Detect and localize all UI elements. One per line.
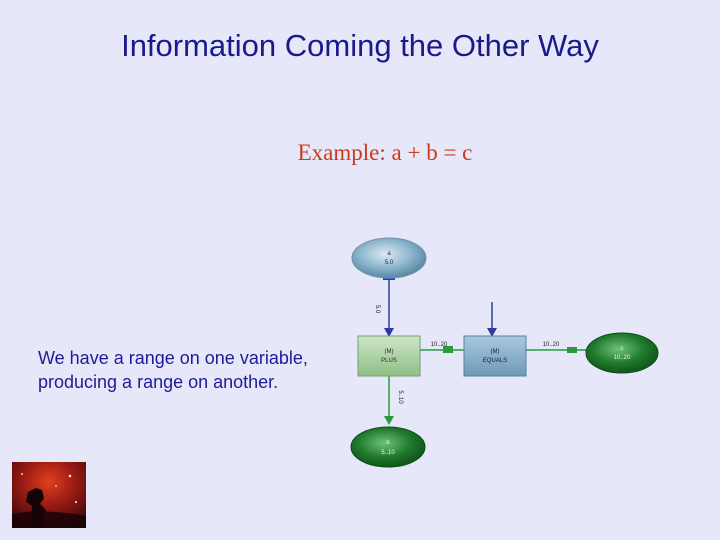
node-b: b 5..10 <box>351 427 425 467</box>
edge-label-equals-to-c: 10..20 <box>543 342 560 348</box>
node-c: c 10..20 <box>586 333 658 373</box>
node-plus-op: PLUS <box>381 358 397 364</box>
node-equals: (M) EQUALS <box>464 336 526 376</box>
edge-port-equals-right <box>567 347 577 353</box>
node-plus-id: (M) <box>385 349 394 355</box>
node-plus: (M) PLUS <box>358 336 420 376</box>
arrowhead-down-icon <box>384 416 394 425</box>
edge-label-a-to-plus: 5.0 <box>374 305 380 314</box>
node-c-label: c <box>621 346 624 352</box>
node-a-value: 5.0 <box>385 260 394 266</box>
edge-label-plus-to-b: 5..10 <box>397 390 403 404</box>
edge-label-plus-to-equals: 10..20 <box>431 342 448 348</box>
node-a: a 5.0 <box>352 238 426 278</box>
node-equals-op: EQUALS <box>483 358 507 364</box>
horsehead-nebula-image <box>12 462 86 528</box>
node-equals-id: (M) <box>491 349 500 355</box>
node-c-value: 10..20 <box>614 355 631 361</box>
node-b-value: 5..10 <box>381 450 395 456</box>
